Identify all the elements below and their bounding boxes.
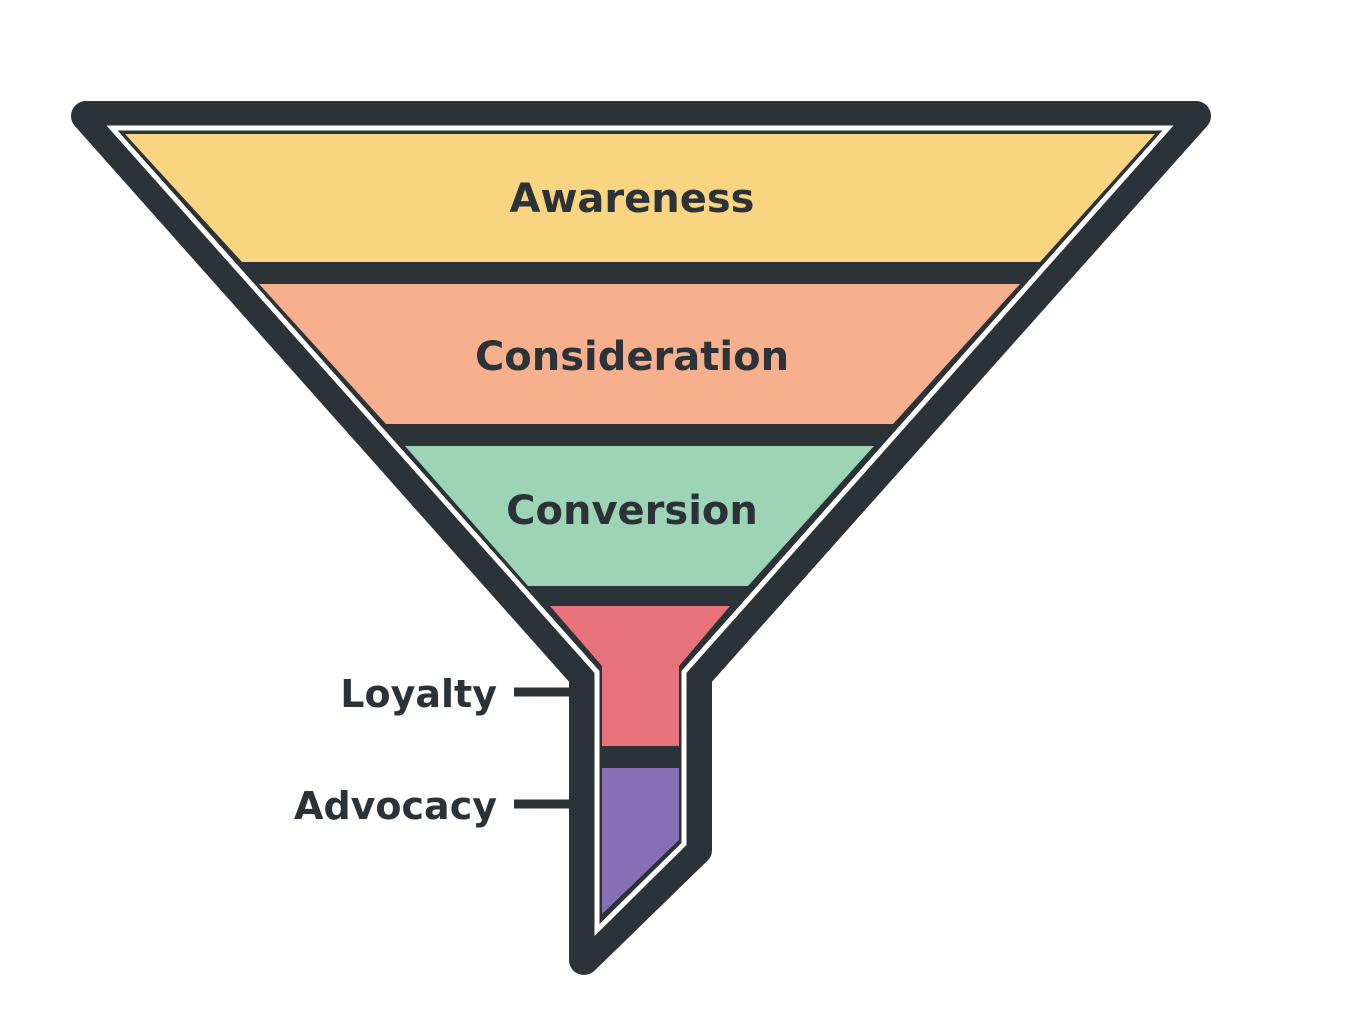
stage-band-consideration	[259, 284, 1020, 424]
stage-label-loyalty: Loyalty	[340, 672, 497, 716]
stage-label-awareness: Awareness	[510, 176, 755, 222]
stage-label-advocacy: Advocacy	[294, 784, 497, 828]
stage-label-conversion: Conversion	[506, 488, 758, 534]
stage-band-loyalty	[550, 606, 730, 746]
stage-label-consideration: Consideration	[475, 334, 789, 380]
stage-band-awareness	[125, 134, 1155, 262]
stage-band-conversion	[405, 446, 874, 586]
stage-band-advocacy	[602, 768, 679, 914]
